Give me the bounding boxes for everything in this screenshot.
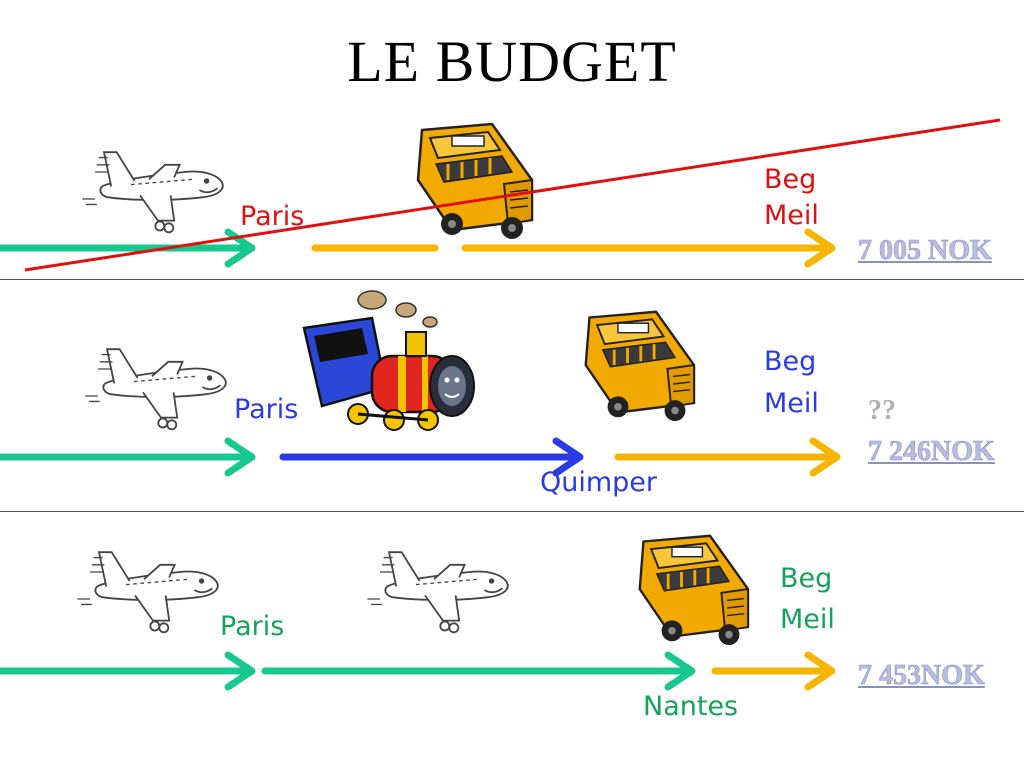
plane-arrow <box>0 651 256 691</box>
cross-out-line <box>24 118 1001 272</box>
origin-label: Paris <box>240 201 305 232</box>
airplane-icon <box>84 348 227 431</box>
plane-arrow <box>0 228 256 268</box>
destination-label-line1: Beg <box>764 346 817 377</box>
bus-icon <box>584 310 696 423</box>
destination-label-line2: Meil <box>764 200 819 231</box>
origin-label: Paris <box>220 611 285 642</box>
price-link[interactable]: 7 453NOK <box>858 660 985 692</box>
destination-label-line1: Beg <box>764 164 817 195</box>
destination-label-line2: Meil <box>764 388 819 419</box>
train-arrow <box>279 437 584 477</box>
plane-arrow <box>0 437 256 477</box>
via-label: Nantes <box>643 691 739 722</box>
question-marks: ?? <box>868 395 896 426</box>
destination-label-line1: Beg <box>780 563 833 594</box>
row-divider <box>0 511 1024 512</box>
bus-icon <box>638 534 750 647</box>
airplane-icon <box>366 551 509 634</box>
airplane-icon <box>81 151 224 234</box>
bus-arrow <box>614 437 841 477</box>
row-divider <box>0 279 1024 280</box>
page-title: LE BUDGET <box>347 29 677 94</box>
destination-label-line2: Meil <box>780 604 835 635</box>
bus-arrow <box>711 651 836 691</box>
bus-arrow <box>311 228 836 268</box>
bus-icon <box>416 122 534 241</box>
price-link[interactable]: 7 246NOK <box>868 436 995 468</box>
airplane-icon <box>76 551 219 634</box>
plane-arrow <box>261 651 696 691</box>
origin-label: Paris <box>234 394 299 425</box>
via-label: Quimper <box>540 467 658 498</box>
price-link[interactable]: 7 005 NOK <box>858 235 992 267</box>
